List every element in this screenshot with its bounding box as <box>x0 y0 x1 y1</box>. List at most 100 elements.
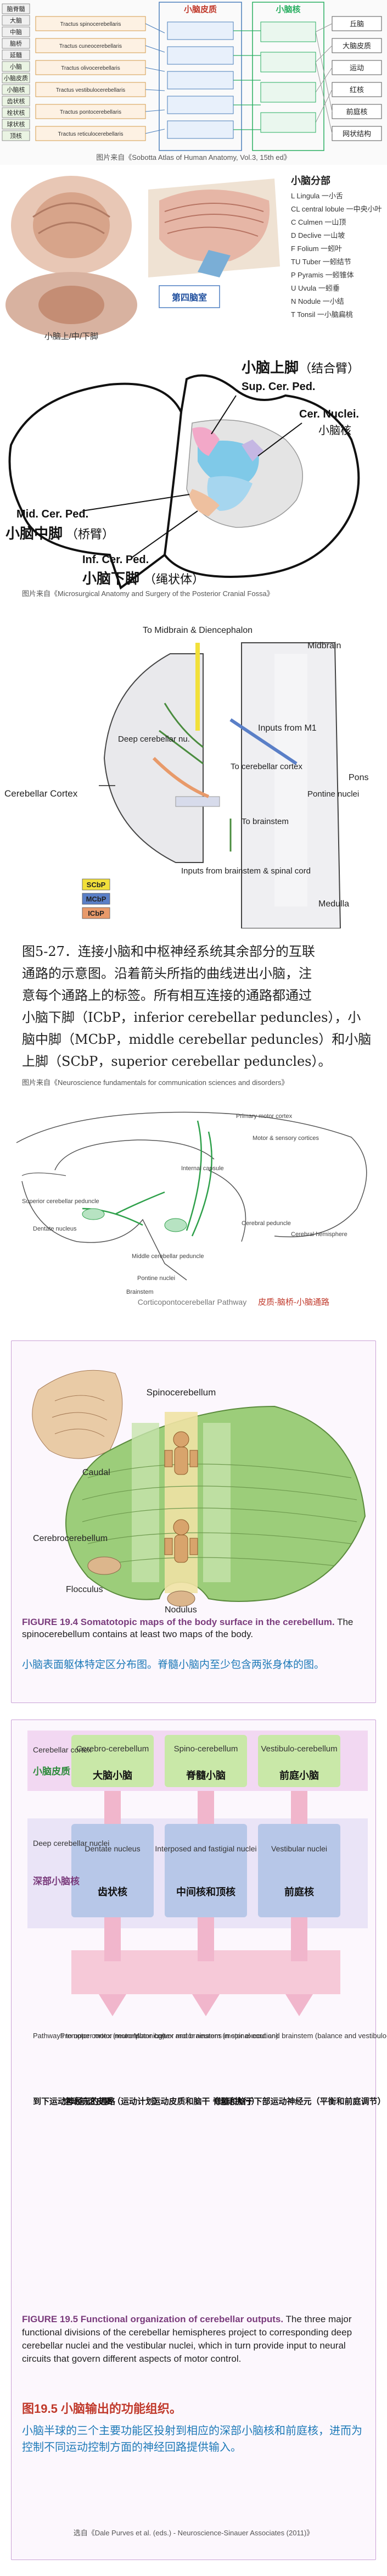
f4-inputs-bs: Inputs from brainstem & spinal cord <box>181 866 311 876</box>
anatomy-label: Brainstem <box>126 1289 154 1295</box>
f3-mid-cn: 小脑中脚 <box>5 525 63 542</box>
f6-cerebro: Cerebrocerebellum <box>33 1534 108 1543</box>
tract-label: Tractus olivocerebellaris <box>61 65 120 71</box>
row-head-en: Cerebellar cortex <box>33 1745 92 1754</box>
f3-mid-cn2: （桥臂） <box>66 527 114 541</box>
caption-line: 脑中脚（MCbP，middle cerebellar peduncles）和小脑 <box>22 1032 372 1047</box>
nucleus-cn: 齿状核 <box>98 1886 127 1898</box>
nucleus-box <box>260 52 316 73</box>
part-list-item: N Nodule 一小结 <box>291 297 344 305</box>
f6-caudal: Caudal <box>82 1468 110 1477</box>
tree-node <box>2 3 30 14</box>
nucleus-en: Interposed and fastigial nuclei <box>155 1844 256 1853</box>
column-head-cn: 脊髓小脑 <box>186 1770 226 1781</box>
part-list-item: L Lingula 一小舌 <box>291 192 343 200</box>
target-label: 网状结构 <box>343 130 371 138</box>
functional-org-diagram: Cerebro-cerebellum大脑小脑Spino-cerebellum脊髓… <box>27 1731 387 2106</box>
f5-footer: 皮质-脑桥-小脑通路 <box>258 1298 329 1307</box>
f3-inf-en: Inf. Cer. Ped. <box>82 554 149 566</box>
f1-nuclei-title: 小脑核 <box>276 4 300 14</box>
tract-label: Tractus vestibulocerebellaris <box>56 87 125 93</box>
f3-mid-en: Mid. Cer. Ped. <box>16 508 88 520</box>
f6-caption: FIGURE 19.4 Somatotopic maps of the body… <box>22 1617 354 1639</box>
anatomy-label: Motor & sensory cortices <box>253 1135 319 1142</box>
nucleus-box <box>260 82 316 103</box>
pathway-diagram: To Midbrain & Diencephalon Midbrain Inpu… <box>4 626 368 929</box>
row-head-cn: 小脑皮质 <box>33 1766 70 1777</box>
f3-sup-en: Sup. Cer. Ped. <box>242 381 315 393</box>
part-list-item: U Uvula 一蚓垂 <box>291 284 340 292</box>
caption-line: 图5-27．连接小脑和中枢神经系统其余部分的互联 <box>22 944 315 959</box>
tree-node-label: 小脑皮质 <box>4 75 28 82</box>
tree-node <box>2 96 30 107</box>
tree-node-label: 齿状核 <box>7 97 25 105</box>
nucleus-box <box>260 21 316 42</box>
tree-node-label: 脑桥 <box>10 40 22 47</box>
part-list-item: P Pyramis 一蚓锥体 <box>291 271 354 279</box>
f6-nodulus: Nodulus <box>165 1605 197 1615</box>
tract-label: Tractus reticulocerebellaris <box>58 131 123 137</box>
f3-source: 图片来自《Microsurgical Anatomy and Surgery o… <box>22 589 274 598</box>
row-head-cn: 到下运动神经元的通路 <box>33 2096 116 2106</box>
tree-node <box>2 38 30 49</box>
f4-cortex: Cerebellar Cortex <box>4 788 78 799</box>
f4-deep-nu: Deep cerebellar nu. <box>118 735 190 744</box>
tract-box <box>35 60 146 75</box>
cortex-box <box>167 120 234 139</box>
output-en: Lower motor neurons in spinal cord and b… <box>154 2032 387 2040</box>
anatomy-label: Internal capsule <box>181 1165 224 1172</box>
tree-node <box>2 107 30 118</box>
f4-inputs-m1: Inputs from M1 <box>258 724 317 733</box>
column-head-en: Cerebro-cerebellum <box>76 1744 149 1754</box>
f1-source: 图片来自《Sobotta Atlas of Human Anatomy, Vol… <box>96 153 291 162</box>
tract-label: Tractus pontocerebellaris <box>60 109 121 115</box>
target-label: 运动 <box>350 64 364 72</box>
target-box <box>332 126 382 141</box>
output-cn: 运动前区皮质（运动计划） <box>63 2096 162 2106</box>
nucleus-en: Dentate nucleus <box>85 1844 140 1853</box>
f6-flocculus: Flocculus <box>66 1585 103 1594</box>
f3-inf-cn: 小脑下脚 <box>82 570 139 587</box>
figure-3-peduncles: 小脑上脚 （结合臂） Sup. Cer. Ped. Cer. Nuclei. 小… <box>0 346 387 599</box>
output-en: Motor cortex and brainstem (motor execut… <box>134 2032 278 2040</box>
f7-caption: FIGURE 19.5 Functional organization of c… <box>22 2314 352 2364</box>
nucleus-box <box>260 112 316 133</box>
output-cn: 运动皮质和脑干（运动执行） <box>152 2096 259 2106</box>
legend-label: MCbP <box>86 895 106 903</box>
caption-line: 意每个通路上的标签。所有相互连接的通路都通过 <box>22 988 312 1003</box>
tree-node <box>2 73 30 84</box>
output-en: Premotor cortex (motor planning) <box>60 2032 165 2040</box>
tree-node <box>2 15 30 26</box>
tree-node <box>2 130 30 141</box>
f7-cn-title: 图19.5 小脑输出的功能组织。 <box>22 2402 182 2416</box>
nucleus-cn: 前庭核 <box>284 1886 314 1898</box>
cortex-box <box>167 21 234 40</box>
f1-center-title: 小脑皮质 <box>184 4 217 14</box>
caption-line: 小脑下脚（ICbP，inferior cerebellar peduncles）… <box>22 1010 361 1025</box>
tree-node <box>2 49 30 60</box>
caption-line: 上脚（SCbP，superior cerebellar peduncles）。 <box>22 1054 332 1069</box>
target-label: 前庭核 <box>346 108 367 116</box>
f3-sup-cn: 小脑上脚 <box>242 359 299 376</box>
tree-node-label: 大脑 <box>10 16 22 24</box>
legend-swatch <box>82 893 110 905</box>
peduncle-schematic: 小脑上脚 （结合臂） Sup. Cer. Ped. Cer. Nuclei. 小… <box>5 359 360 590</box>
anatomy-label: Cerebral peduncle <box>242 1220 291 1227</box>
f3-sup-cn2: （结合臂） <box>299 361 360 375</box>
f4-medulla: Medulla <box>318 899 349 909</box>
tract-box <box>35 16 146 31</box>
target-box <box>332 104 382 119</box>
f5-footer-pre: Corticopontocerebellar Pathway <box>138 1298 246 1306</box>
legend-swatch <box>82 878 110 891</box>
f3-nuclei-cn: 小脑核 <box>318 424 351 437</box>
figure-6-somatotopic: Spinocerebellum Caudal Cerebrocerebellum… <box>0 1340 387 1703</box>
f3-inf-cn2: （绳状体） <box>144 572 204 586</box>
anatomy-label: Pontine nuclei <box>137 1275 175 1282</box>
output-cn: 脊髓和脑干下部运动神经元（平衡和前庭调节） <box>212 2096 385 2106</box>
part-list-item: D Declive 一山坡 <box>291 231 345 240</box>
